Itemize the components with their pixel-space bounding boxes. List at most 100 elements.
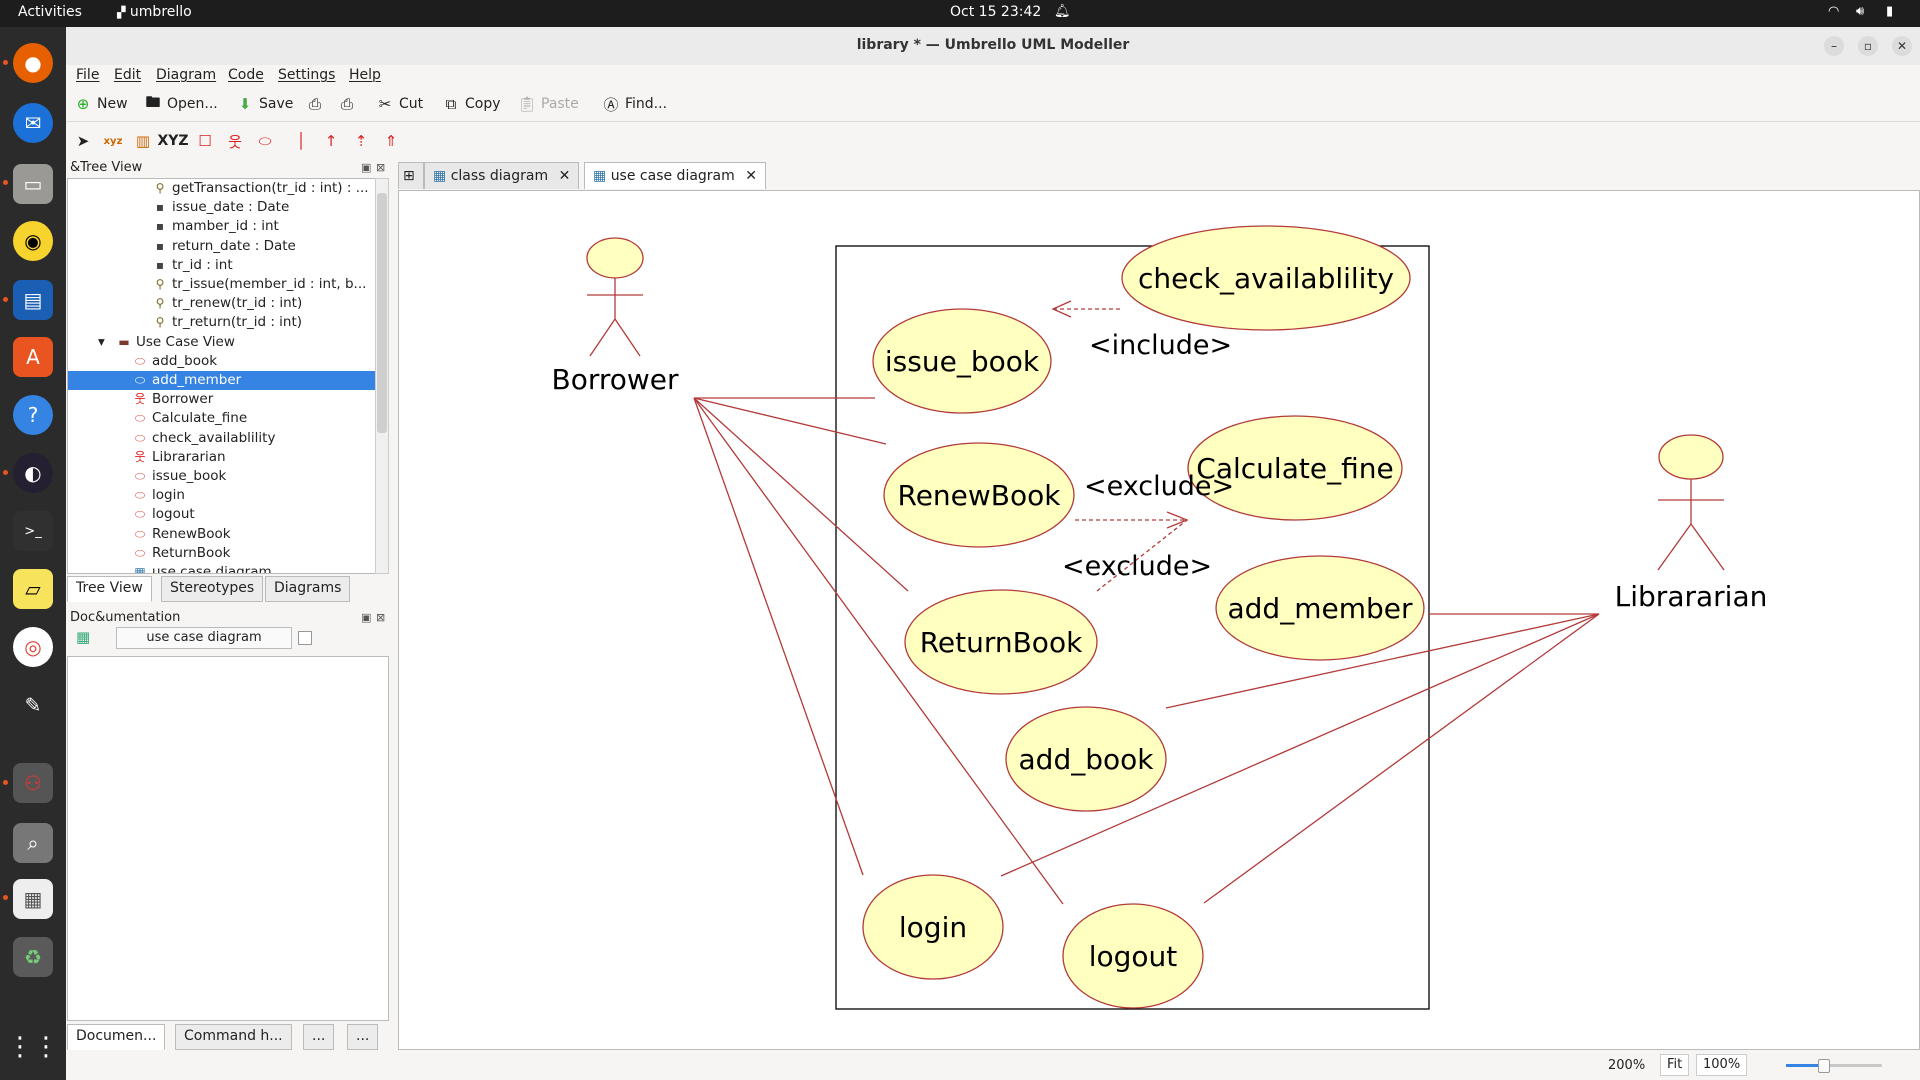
usecase-check-availability[interactable]: [1121, 225, 1411, 331]
usecase-add-book[interactable]: [1005, 706, 1167, 812]
writer-icon[interactable]: ▤: [13, 280, 53, 320]
minimize-button[interactable]: –: [1824, 36, 1844, 56]
new-button[interactable]: ⊕New: [74, 92, 128, 116]
new-tab-icon[interactable]: ⊞: [398, 162, 424, 189]
tree-scrollbar[interactable]: [375, 178, 389, 574]
tree-panel-float-icon[interactable]: ▣: [361, 161, 372, 174]
label-tool-icon[interactable]: XYZ: [157, 133, 189, 149]
association-line[interactable]: [1203, 613, 1600, 904]
doc-panel-close-icon[interactable]: ⊠: [376, 611, 386, 624]
tree-item[interactable]: ⬭check_availablility: [68, 429, 375, 448]
tab-documentation[interactable]: Documen...: [67, 1024, 166, 1050]
association-line[interactable]: [1000, 613, 1600, 877]
usecase-renew-book[interactable]: [883, 442, 1075, 548]
files-icon[interactable]: ▭: [13, 164, 53, 204]
usecase-login[interactable]: [862, 874, 1004, 980]
tree-view[interactable]: ⚲getTransaction(tr_id : int) : ...▪issue…: [67, 178, 376, 574]
doc-checkbox[interactable]: [298, 631, 312, 645]
maximize-button[interactable]: ▫: [1858, 36, 1878, 56]
zoom-100-button[interactable]: 100%: [1696, 1054, 1748, 1076]
clock[interactable]: Oct 15 23:42: [950, 4, 1042, 20]
tree-item[interactable]: ⚲tr_renew(tr_id : int): [68, 294, 375, 313]
tree-item[interactable]: ⚲getTransaction(tr_id : int) : ...: [68, 179, 375, 198]
app-grid-icon[interactable]: ⋮⋮: [7, 1032, 59, 1062]
usecase-add-member[interactable]: [1215, 555, 1425, 661]
tab-diagrams[interactable]: Diagrams: [265, 576, 351, 602]
menu-edit[interactable]: Edit: [114, 67, 142, 83]
tree-item[interactable]: ⬭issue_book: [68, 467, 375, 486]
documentation-textarea[interactable]: [67, 656, 389, 1021]
rhythmbox-icon[interactable]: ◉: [13, 221, 53, 261]
usecase-calculate-fine[interactable]: [1187, 415, 1403, 521]
menu-help[interactable]: Help: [349, 67, 381, 83]
tab-more-2[interactable]: ...: [347, 1024, 379, 1050]
tree-item[interactable]: ▪tr_id : int: [68, 256, 375, 275]
actor-tool-icon[interactable]: 웃: [228, 132, 242, 151]
menu-diagram[interactable]: Diagram: [156, 67, 217, 83]
menu-settings[interactable]: Settings: [278, 67, 336, 83]
cut-button[interactable]: ✂Cut: [376, 92, 423, 116]
menu-code[interactable]: Code: [228, 67, 264, 83]
tree-item[interactable]: ▦use case diagram: [68, 563, 375, 573]
association-line[interactable]: [693, 397, 887, 445]
tab-use-case-diagram[interactable]: ▦ use case diagram ✕: [584, 162, 766, 189]
volume-icon[interactable]: 🔊︎: [1856, 4, 1865, 19]
wifi-icon[interactable]: ◠: [1828, 4, 1840, 19]
tree-item[interactable]: ⬭RenewBook: [68, 525, 375, 544]
usecase-logout[interactable]: [1062, 903, 1204, 1009]
open-button[interactable]: 🖿︎Open...: [144, 92, 217, 116]
fit-button[interactable]: Fit: [1660, 1054, 1690, 1076]
actor-librarian[interactable]: [1657, 434, 1725, 571]
doc-panel-float-icon[interactable]: ▣: [361, 611, 372, 624]
tree-item[interactable]: ⬭login: [68, 486, 375, 505]
close-tab-icon[interactable]: ✕: [745, 168, 757, 184]
zoom-slider-handle[interactable]: [1818, 1059, 1830, 1073]
print-button[interactable]: ⎙: [306, 92, 324, 116]
box-tool-icon[interactable]: ☐: [198, 132, 212, 150]
exclude-label[interactable]: <exclude>: [1084, 471, 1234, 502]
association-line[interactable]: [693, 397, 1064, 905]
tab-stereotypes[interactable]: Stereotypes: [161, 576, 264, 602]
association-tool-icon[interactable]: │: [296, 132, 306, 150]
dependency-tool-icon[interactable]: ⇡: [354, 132, 368, 150]
actor-borrower[interactable]: [586, 237, 644, 357]
select-tool-icon[interactable]: ➤: [76, 132, 90, 150]
app-center-icon[interactable]: A: [13, 337, 53, 377]
firefox-icon[interactable]: ●: [13, 43, 53, 83]
tree-item[interactable]: ⚲tr_return(tr_id : int): [68, 313, 375, 332]
association-line[interactable]: [1165, 613, 1600, 709]
save-button[interactable]: ⬇Save: [236, 92, 294, 116]
tab-more-1[interactable]: ...: [303, 1024, 335, 1050]
app-menu[interactable]: ▞ umbrello: [117, 4, 192, 20]
close-tab-icon[interactable]: ✕: [558, 168, 571, 184]
tree-item[interactable]: ▪issue_date : Date: [68, 198, 375, 217]
text-tool-icon[interactable]: xyz: [103, 135, 123, 147]
menu-file[interactable]: File: [76, 67, 100, 83]
tree-item[interactable]: ▾▬Use Case View: [68, 333, 375, 352]
usecase-tool-icon[interactable]: ⬭: [258, 132, 272, 150]
tree-item[interactable]: ⬭add_member: [68, 371, 375, 390]
tree-item[interactable]: ⚲tr_issue(member_id : int, b...: [68, 275, 375, 294]
doc-name-field[interactable]: use case diagram: [116, 627, 292, 649]
viewer-icon[interactable]: ▦: [13, 879, 53, 919]
tree-panel-close-icon[interactable]: ⊠: [376, 161, 386, 174]
exclude-dependency[interactable]: [1096, 519, 1188, 592]
eclipse-icon[interactable]: ◐: [13, 453, 53, 493]
include-label[interactable]: <include>: [1089, 330, 1232, 361]
tree-scroll-thumb[interactable]: [377, 193, 387, 433]
association-line[interactable]: [693, 397, 864, 876]
generalization-tool-icon[interactable]: ⇑: [384, 132, 398, 150]
association-line[interactable]: [693, 397, 909, 592]
tab-class-diagram[interactable]: ▦ class diagram ✕: [424, 162, 580, 189]
tree-item[interactable]: ⬭add_book: [68, 352, 375, 371]
search-icon[interactable]: ⌕: [13, 823, 53, 863]
thunderbird-icon[interactable]: ✉: [13, 103, 53, 143]
exclude-label[interactable]: <exclude>: [1062, 551, 1212, 582]
expand-arrow-icon[interactable]: ▾: [98, 333, 105, 350]
notes-icon[interactable]: ▱: [13, 569, 53, 609]
tree-item[interactable]: ⬭ReturnBook: [68, 544, 375, 563]
tree-item[interactable]: ⬭Calculate_fine: [68, 409, 375, 428]
paste-button[interactable]: 📋︎Paste: [517, 92, 578, 116]
